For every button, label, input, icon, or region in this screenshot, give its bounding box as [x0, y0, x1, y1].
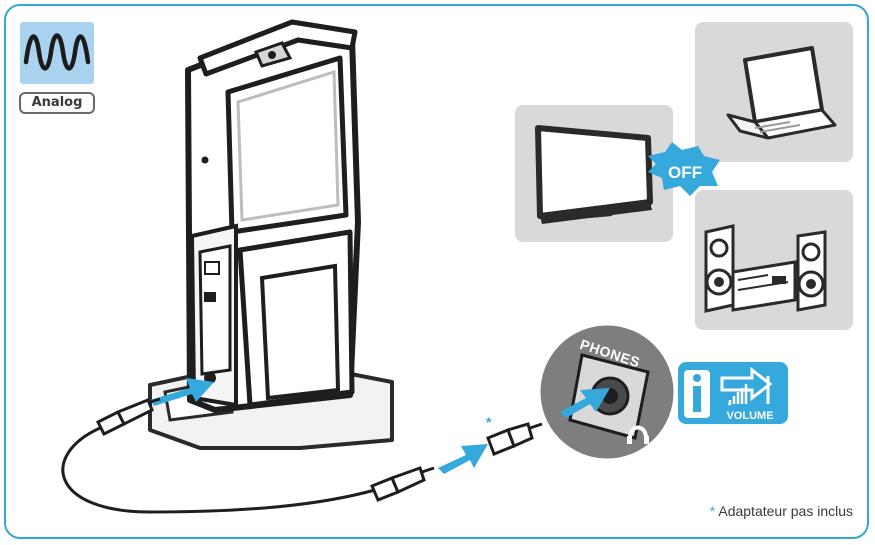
footnote-marker: *	[709, 503, 716, 519]
off-label: OFF	[668, 163, 702, 182]
hifi-stereo-icon	[704, 224, 827, 313]
jack-adapter-icon	[486, 422, 543, 456]
insert-arrow-transmitter	[150, 378, 214, 406]
analog-wave-badge	[20, 22, 94, 84]
info-volume-badge	[678, 362, 788, 424]
tv-icon	[535, 125, 653, 224]
laptop-icon	[726, 46, 837, 140]
sine-wave-icon	[23, 33, 91, 71]
headphone-transmitter	[185, 19, 361, 413]
volume-label: VOLUME	[726, 410, 774, 422]
footnote-text: Adaptateur pas inclus	[718, 503, 853, 519]
analog-label: Analog	[19, 92, 95, 114]
off-burst	[648, 142, 720, 196]
diagram-frame	[4, 4, 869, 539]
phones-jack-callout	[537, 322, 677, 462]
footnote: * Adaptateur pas inclus	[710, 503, 853, 519]
audio-cable	[61, 397, 435, 514]
arrow-to-adapter	[438, 444, 488, 474]
adapter-footnote-marker: *	[486, 414, 492, 430]
